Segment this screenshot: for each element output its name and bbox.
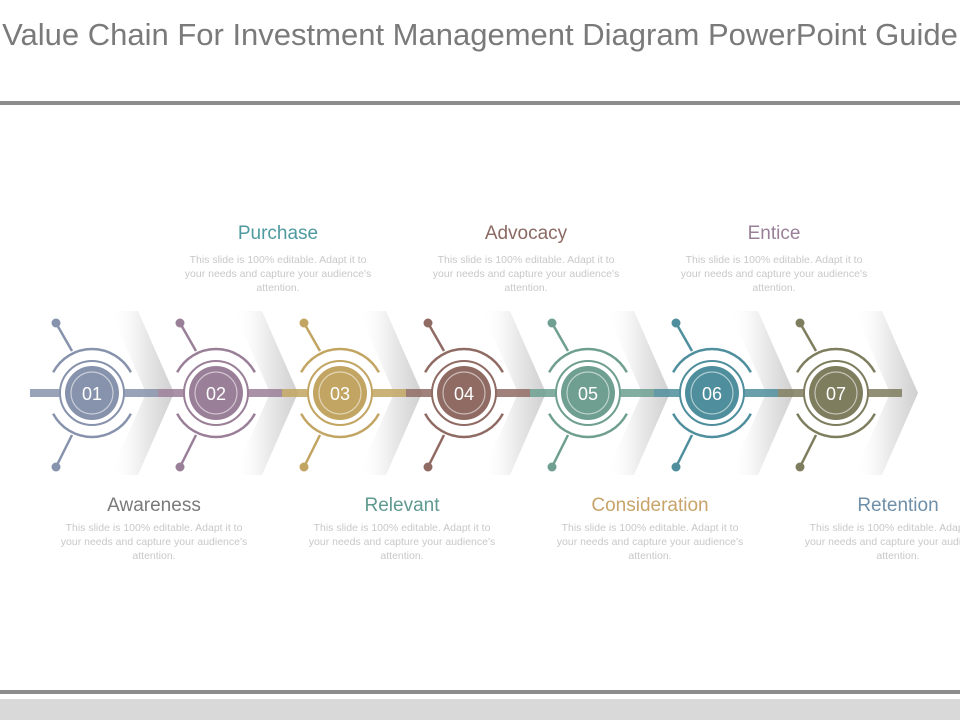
step-number-03: 03 xyxy=(330,384,350,404)
outer-ring-top-03 xyxy=(300,347,380,373)
outer-ring-top-04 xyxy=(424,347,504,373)
spoke-bottom-01 xyxy=(54,434,74,468)
step-description-05: This slide is 100% editable. Adapt it to… xyxy=(556,522,744,562)
inner-ring-04 xyxy=(442,371,486,415)
outer-ring-bottom-02 xyxy=(176,413,256,439)
spoke-dot-top-06 xyxy=(671,318,681,328)
spoke-dot-bottom-01 xyxy=(51,462,61,472)
outer-ring-top-07 xyxy=(796,347,876,373)
node-disc-06 xyxy=(685,366,739,420)
inner-ring-01 xyxy=(70,371,114,415)
node-disc-01 xyxy=(65,366,119,420)
step-title-04: Advocacy xyxy=(484,223,568,244)
outer-ring-bottom-05 xyxy=(548,413,628,439)
outer-ring-bottom-06 xyxy=(672,413,752,439)
outer-ring-top-02 xyxy=(176,347,256,373)
spoke-dot-bottom-07 xyxy=(795,462,805,472)
spoke-bottom-03 xyxy=(302,434,322,468)
node-disc-07 xyxy=(809,366,863,420)
spoke-bottom-05 xyxy=(550,434,570,468)
spoke-bottom-04 xyxy=(426,434,446,468)
node-disc-02 xyxy=(189,366,243,420)
spoke-bottom-06 xyxy=(674,434,694,468)
spoke-dot-top-02 xyxy=(175,318,185,328)
inner-ring-03 xyxy=(318,371,362,415)
outer-ring-bottom-03 xyxy=(300,413,380,439)
outer-ring-bottom-04 xyxy=(424,413,504,439)
step-title-02: Purchase xyxy=(237,223,319,244)
step-description-07: This slide is 100% editable. Adapt it to… xyxy=(804,522,960,562)
inner-ring-07 xyxy=(814,371,858,415)
spoke-dot-top-03 xyxy=(299,318,309,328)
inner-ring-06 xyxy=(690,371,734,415)
step-title-03: Relevant xyxy=(364,495,440,516)
bottom-divider xyxy=(0,690,960,694)
spoke-dot-top-07 xyxy=(795,318,805,328)
chevron-arrow-07 xyxy=(854,311,918,475)
outer-ring-top-06 xyxy=(672,347,752,373)
step-number-01: 01 xyxy=(82,384,102,404)
step-title-05: Consideration xyxy=(591,495,709,516)
spoke-dot-bottom-05 xyxy=(547,462,557,472)
step-number-04: 04 xyxy=(454,384,474,404)
spoke-top-06 xyxy=(674,322,694,352)
footer-band xyxy=(0,699,960,720)
step-number-05: 05 xyxy=(578,384,598,404)
inner-ring-02 xyxy=(194,371,238,415)
node-disc-04 xyxy=(437,366,491,420)
step-title-01: Awareness xyxy=(107,495,201,516)
spoke-bottom-07 xyxy=(798,434,818,468)
step-title-07: Retention xyxy=(857,495,939,516)
step-description-02: This slide is 100% editable. Adapt it to… xyxy=(184,254,372,294)
spoke-bottom-02 xyxy=(178,434,198,468)
spoke-dot-top-05 xyxy=(547,318,557,328)
step-description-03: This slide is 100% editable. Adapt it to… xyxy=(308,522,496,562)
spoke-dot-bottom-04 xyxy=(423,462,433,472)
spoke-top-07 xyxy=(798,322,818,352)
step-description-04: This slide is 100% editable. Adapt it to… xyxy=(432,254,620,294)
spoke-top-02 xyxy=(178,322,198,352)
step-description-06: This slide is 100% editable. Adapt it to… xyxy=(680,254,868,294)
spoke-top-01 xyxy=(54,322,74,352)
spoke-top-05 xyxy=(550,322,570,352)
step-number-07: 07 xyxy=(826,384,846,404)
node-disc-05 xyxy=(561,366,615,420)
step-number-02: 02 xyxy=(206,384,226,404)
inner-ring-05 xyxy=(566,371,610,415)
outer-ring-bottom-07 xyxy=(796,413,876,439)
spoke-top-03 xyxy=(302,322,322,352)
outer-ring-top-01 xyxy=(52,347,132,373)
spoke-dot-bottom-06 xyxy=(671,462,681,472)
step-title-06: Entice xyxy=(747,223,801,244)
spoke-dot-bottom-03 xyxy=(299,462,309,472)
spoke-dot-bottom-02 xyxy=(175,462,185,472)
top-divider xyxy=(0,101,960,105)
slide-title: Value Chain For Investment Management Di… xyxy=(2,17,958,52)
outer-ring-bottom-01 xyxy=(52,413,132,439)
spoke-dot-top-01 xyxy=(51,318,61,328)
node-disc-03 xyxy=(313,366,367,420)
step-description-01: This slide is 100% editable. Adapt it to… xyxy=(60,522,248,562)
step-number-06: 06 xyxy=(702,384,722,404)
spoke-dot-top-04 xyxy=(423,318,433,328)
outer-ring-top-05 xyxy=(548,347,628,373)
spoke-top-04 xyxy=(426,322,446,352)
